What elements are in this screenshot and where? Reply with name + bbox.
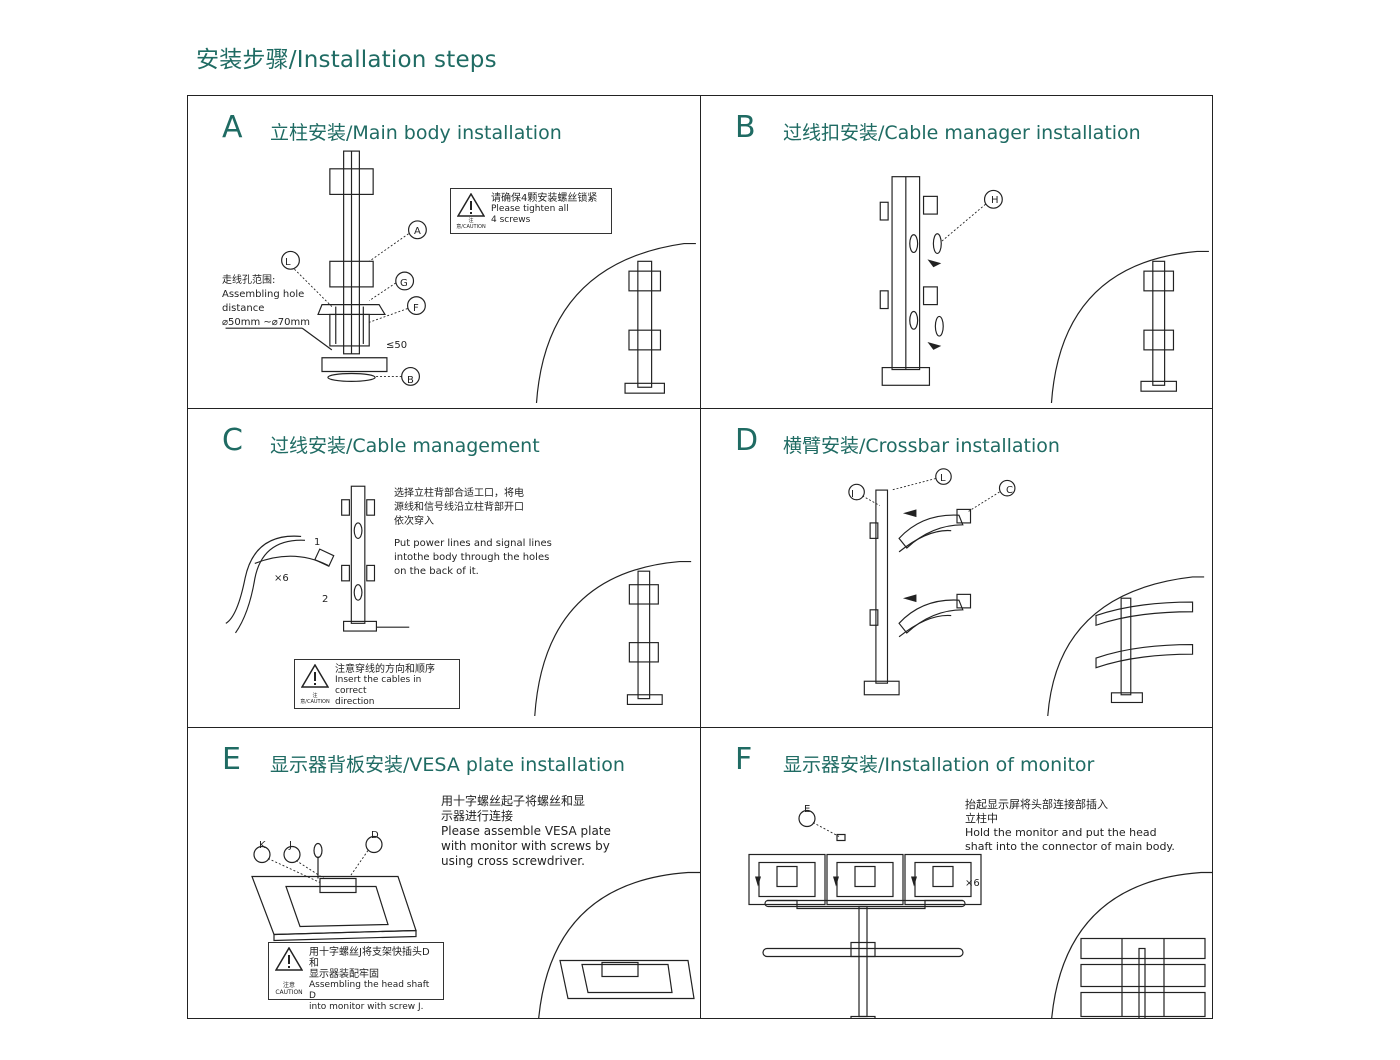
callout-d: D [371, 830, 379, 841]
callout-l: L [940, 473, 946, 484]
panel-f-illustration [748, 809, 1213, 1018]
panel-f: F 显示器安装/Installation of monitor [701, 728, 1213, 1018]
panel-b: B 过线扣安装/Cable manager installation [701, 96, 1213, 408]
panel-b-illustration [879, 176, 1209, 403]
panel-e-illustration [251, 835, 700, 1018]
instruction-grid: A 立柱安装/Main body installation [187, 95, 1213, 1019]
grid-divider-row1 [188, 408, 1212, 409]
panel-e-description: 用十字螺丝起子将螺丝和显 示器进行连接 Please assemble VESA… [441, 794, 611, 868]
panel-c: C 过线安装/Cable management 1 2 [188, 409, 700, 727]
panel-b-title: 过线扣安装/Cable manager installation [783, 122, 1141, 144]
callout-b: B [407, 375, 414, 386]
grid-divider-vertical [700, 96, 701, 1018]
callout-k: K [259, 840, 266, 851]
warning-icon [301, 664, 329, 688]
panel-e: E 显示器背板安装/VESA plate installation [188, 728, 700, 1018]
panel-a: A 立柱安装/Main body installation [188, 96, 700, 408]
panel-d-title: 横臂安装/Crossbar installation [783, 435, 1060, 457]
panel-e-title: 显示器背板安装/VESA plate installation [270, 754, 625, 776]
warning-icon [275, 947, 303, 971]
panel-d-illustration [848, 468, 1205, 716]
callout-j: J [289, 840, 292, 851]
panel-c-title: 过线安装/Cable management [270, 435, 540, 457]
callout-f: F [413, 303, 419, 314]
callout-g: G [400, 278, 408, 289]
panel-b-letter: B [735, 110, 756, 145]
panel-a-letter: A [222, 110, 243, 145]
callout-c: C [1006, 485, 1013, 496]
caution-box-c: 注意/CAUTION 注意穿线的方向和顺序 Insert the cables … [294, 659, 460, 709]
callout-i: I [851, 489, 854, 500]
panel-f-description: 抬起显示屏将头部连接部插入 立柱中 Hold the monitor and p… [965, 798, 1175, 853]
hole-range-label: 走线孔范围: Assembling hole distance ⌀50mm ~⌀… [222, 275, 311, 328]
cable-mark-2: 2 [322, 594, 329, 605]
cable-count: ×6 [274, 573, 289, 584]
callout-l: L [285, 257, 291, 268]
panel-f-title: 显示器安装/Installation of monitor [783, 754, 1095, 776]
panel-a-title: 立柱安装/Main body installation [270, 122, 562, 144]
monitor-count: ×6 [965, 878, 980, 889]
panel-d: D 横臂安装/Crossbar installation [701, 409, 1213, 727]
callout-h: H [991, 195, 999, 206]
warning-icon [457, 193, 485, 217]
caution-box-a: 注意/CAUTION 请确保4颗安装螺丝锁紧 Please tighten al… [450, 188, 612, 234]
panel-c-letter: C [222, 423, 243, 458]
limit-label: ≤50 [386, 340, 408, 351]
panel-c-illustration [225, 485, 692, 716]
panel-d-letter: D [735, 423, 759, 458]
cable-mark-1: 1 [314, 537, 321, 548]
page-title: 安装步骤/Installation steps [196, 47, 497, 73]
panel-a-illustration [225, 150, 696, 403]
callout-e: E [804, 804, 811, 815]
grid-divider-row2 [188, 727, 1212, 728]
callout-a: A [414, 226, 421, 237]
panel-f-letter: F [735, 742, 753, 777]
panel-e-letter: E [222, 742, 241, 777]
panel-c-description: 选择立柱背部合适工口，将电 源线和信号线沿立柱背部开口 依次穿入 Put pow… [394, 488, 552, 577]
